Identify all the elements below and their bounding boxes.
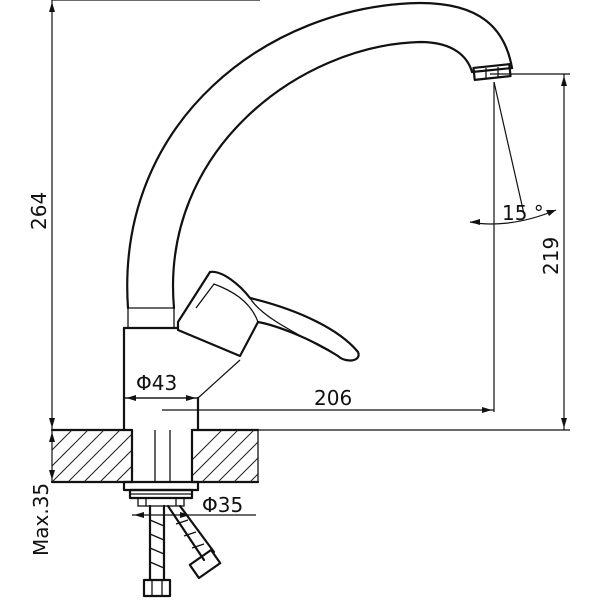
- supply-hoses: [142, 504, 222, 598]
- dimension-264-label: 264: [27, 192, 51, 230]
- countertop-hatch-right: [192, 430, 258, 482]
- faucet-body: [122, 1, 514, 432]
- dimension-overall-height: 264: [27, 0, 260, 430]
- dimension-counter-thickness: Max.35: [29, 430, 55, 556]
- dimension-base-diameter: Φ43: [124, 359, 241, 401]
- countertop: [50, 428, 260, 484]
- angle-15-label: 15 °: [502, 201, 544, 225]
- dimension-shank-diameter: Φ35: [132, 493, 256, 518]
- dimension-phi35-label: Φ35: [202, 493, 243, 517]
- countertop-hatch-left: [52, 430, 132, 482]
- dimension-max35-label: Max.35: [29, 483, 53, 556]
- dimension-spout-reach: 206: [162, 82, 495, 413]
- dimension-spout-height: 219: [258, 73, 570, 431]
- shank: [122, 428, 200, 507]
- dimension-219-label: 219: [539, 237, 563, 275]
- dimension-phi43-label: Φ43: [136, 371, 177, 395]
- dimension-206-label: 206: [314, 386, 352, 410]
- dimension-swivel-angle: 15 °: [469, 81, 557, 225]
